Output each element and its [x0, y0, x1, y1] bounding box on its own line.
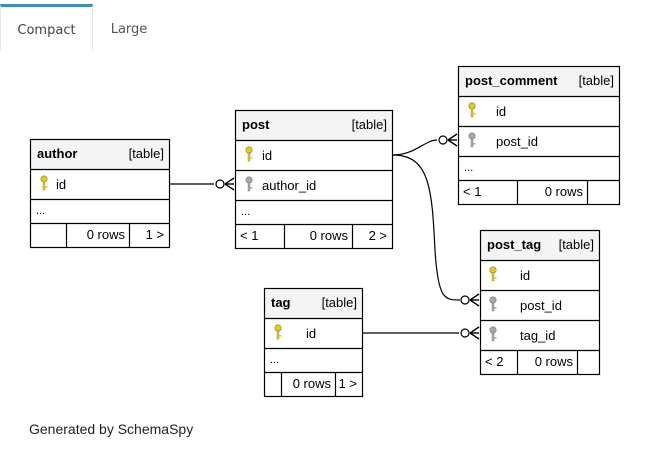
table-author[interactable]: author [table] id... 0 rows 1 >: [29, 138, 171, 249]
ellipsis: ...: [241, 206, 250, 218]
primary-key-icon: [245, 146, 253, 162]
row-count: 0 rows: [310, 228, 349, 243]
row-count: 0 rows: [545, 184, 584, 199]
parents-count: < 1: [240, 228, 258, 243]
crows-foot-icon: [460, 326, 480, 340]
generated-by-text: Generated by SchemaSpy: [29, 421, 194, 437]
children-count: 1 >: [146, 227, 164, 242]
table-type-label: [table]: [129, 146, 164, 161]
tab-compact[interactable]: Compact: [0, 4, 93, 51]
parents-count: < 2: [485, 354, 503, 369]
table-name: tag: [271, 295, 291, 310]
foreign-key-icon: [489, 326, 497, 342]
ellipsis: ...: [464, 162, 473, 174]
crows-foot-icon: [438, 133, 458, 147]
column-name: id: [56, 177, 66, 192]
column-row: id: [274, 324, 316, 341]
column-name: id: [520, 268, 530, 283]
table-name: post_comment: [465, 73, 558, 88]
children-count: 1 >: [339, 376, 357, 391]
table-type-label: [table]: [559, 237, 594, 252]
row-count: 0 rows: [535, 354, 574, 369]
table-name: post_tag: [487, 237, 541, 252]
table-name: post: [242, 117, 270, 132]
column-row: id: [40, 175, 66, 192]
column-row: id: [468, 102, 506, 119]
table-tag[interactable]: tag [table] id... 0 rows 1 >: [263, 287, 364, 398]
primary-key-icon: [468, 102, 476, 118]
table-type-label: [table]: [322, 295, 357, 310]
table-post[interactable]: post [table] id author_id... < 1 0 rows 2 >: [234, 109, 394, 250]
row-count: 0 rows: [293, 376, 332, 391]
column-row: tag_id: [489, 326, 555, 343]
column-name: author_id: [262, 178, 316, 193]
foreign-key-icon: [468, 132, 476, 148]
column-name: id: [262, 148, 272, 163]
foreign-key-icon: [245, 176, 253, 192]
column-name: id: [496, 104, 506, 119]
children-count: 2 >: [369, 228, 387, 243]
column-name: tag_id: [520, 328, 555, 343]
ellipsis: ...: [36, 205, 45, 217]
crows-foot-icon: [460, 293, 480, 307]
table-type-label: [table]: [579, 73, 614, 88]
row-count: 0 rows: [87, 227, 126, 242]
table-post-tag[interactable]: post_tag [table] id post_id tag_id < 2 0 rows: [479, 229, 601, 376]
primary-key-icon: [489, 266, 497, 282]
column-row: id: [489, 266, 530, 283]
column-name: post_id: [520, 298, 562, 313]
primary-key-icon: [274, 324, 282, 340]
parents-count: < 1: [463, 184, 481, 199]
ellipsis: ...: [270, 354, 279, 366]
relation-post-post-tag: [392, 154, 461, 301]
primary-key-icon: [40, 175, 48, 191]
table-type-label: [table]: [352, 117, 387, 132]
column-row: post_id: [489, 296, 562, 313]
view-tabs: Compact Large: [0, 0, 667, 51]
column-row: post_id: [468, 132, 538, 149]
table-name: author: [37, 146, 77, 161]
table-post-comment[interactable]: post_comment [table] id post_id... < 1 0 rows: [457, 65, 621, 206]
tab-large[interactable]: Large: [110, 22, 148, 37]
relation-post-post-comment: [392, 139, 438, 156]
foreign-key-icon: [489, 296, 497, 312]
column-name: id: [306, 326, 316, 341]
crows-foot-icon: [215, 177, 235, 191]
column-row: author_id: [245, 176, 316, 193]
column-row: id: [245, 146, 272, 163]
column-name: post_id: [496, 134, 538, 149]
